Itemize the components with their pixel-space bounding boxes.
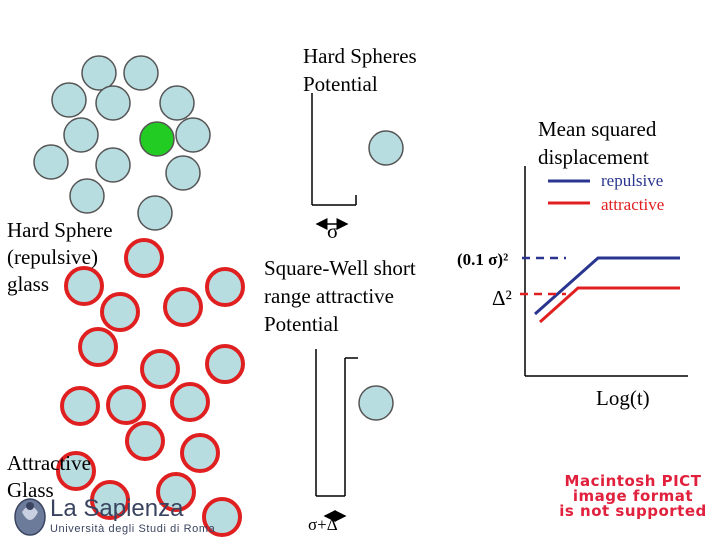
hs-glass-label-line2: (repulsive)	[7, 245, 98, 269]
sphere	[163, 287, 203, 327]
hard-sphere-potential-plot	[311, 93, 357, 230]
logo-name: La Sapienza	[50, 495, 184, 522]
sphere	[205, 344, 245, 384]
probe-sphere-hs	[368, 130, 404, 166]
square-well-label-line2: range attractive	[264, 284, 394, 308]
pict-notice-line2: image format	[572, 487, 694, 505]
sphere	[165, 155, 201, 191]
square-well-label-line3: Potential	[264, 312, 339, 336]
sigma-plus-delta-label: σ+Δ	[308, 515, 338, 534]
sphere	[63, 117, 99, 153]
hard-sphere-cluster	[33, 55, 211, 231]
sphere	[205, 267, 245, 307]
pict-notice-line3: is not supported	[559, 502, 707, 520]
msd-title-line2: displacement	[538, 145, 649, 169]
sphere	[170, 382, 210, 422]
square-well-potential-plot	[315, 349, 358, 522]
sigma-label: σ	[327, 219, 339, 243]
msd-plot	[520, 166, 688, 377]
sphere	[69, 178, 105, 214]
sphere	[123, 55, 159, 91]
hard-spheres-title-line1: Hard Spheres	[303, 44, 417, 68]
sphere-highlight	[139, 121, 175, 157]
sphere	[60, 386, 100, 426]
attractive-curve	[538, 286, 680, 324]
sphere	[56, 451, 96, 491]
sphere	[100, 292, 140, 332]
sphere	[140, 349, 180, 389]
sphere	[180, 433, 220, 473]
sphere	[64, 266, 104, 306]
legend-repulsive-label: repulsive	[601, 171, 664, 190]
sphere	[78, 327, 118, 367]
sphere	[81, 55, 117, 91]
pict-notice-line1: Macintosh PICT	[564, 472, 702, 490]
sphere	[106, 385, 146, 425]
sphere	[156, 472, 196, 512]
sphere	[33, 144, 69, 180]
plateau-attractive-label: Δ²	[492, 286, 512, 310]
square-well-label-line1: Square-Well short	[264, 256, 416, 280]
attractive-glass-label-line2: Glass	[7, 478, 54, 502]
sphere	[159, 85, 195, 121]
repulsive-curve	[534, 256, 680, 316]
sphere	[124, 238, 164, 278]
sphere	[95, 85, 131, 121]
sphere	[175, 117, 211, 153]
crest-icon	[14, 498, 46, 536]
logo-subtitle: Università degli Studi di Roma	[50, 523, 216, 535]
sphere	[51, 82, 87, 118]
attractive-glass-label-line1: Attractive	[7, 451, 91, 475]
plateau-repulsive-label: (0.1 σ)²	[457, 250, 509, 269]
msd-title-line1: Mean squared	[538, 117, 657, 141]
hs-glass-label-line3: glass	[7, 272, 49, 296]
hs-glass-label-line1: Hard Sphere	[7, 218, 113, 242]
attractive-glass-cluster	[56, 238, 245, 537]
legend-attractive-label: attractive	[601, 195, 665, 214]
sphere	[137, 195, 173, 231]
sphere	[125, 421, 165, 461]
log-t-axis-label: Log(t)	[596, 386, 650, 410]
sphere	[90, 480, 130, 520]
sphere	[95, 147, 131, 183]
hard-spheres-title-line2: Potential	[303, 72, 378, 96]
sphere	[202, 497, 242, 537]
pict-notice: Macintosh PICT image format is not suppo…	[548, 474, 718, 519]
probe-sphere-sw	[358, 385, 394, 421]
